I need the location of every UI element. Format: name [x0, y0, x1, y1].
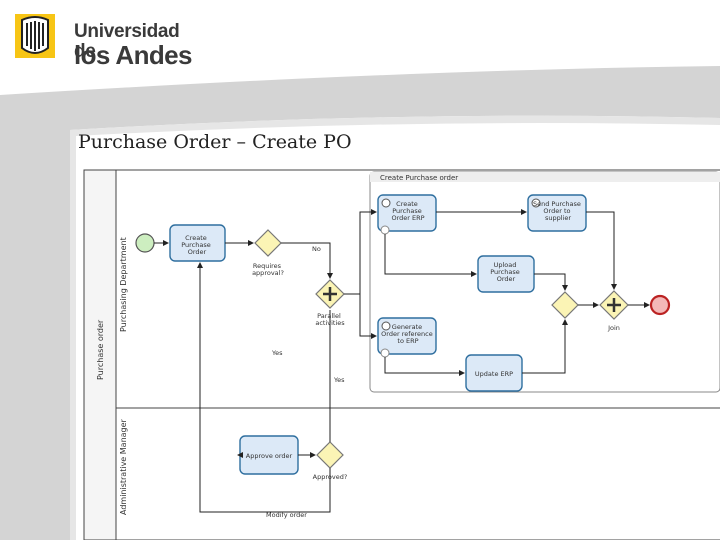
svg-text:Upload Purchase Or: Upload Purchase Order: [490, 261, 522, 283]
start-event[interactable]: [135, 233, 155, 253]
lane-label-purchasing: Purchasing Department: [119, 237, 128, 332]
pool-label: Purchase order: [96, 319, 105, 380]
sequence-flows: [154, 209, 650, 513]
flow-label-yes: Yes: [271, 349, 283, 357]
gateway-parallel-activities[interactable]: [315, 279, 345, 309]
task-create-purchase-order[interactable]: Create Purchase Order: [169, 224, 226, 262]
logo-line2: los Andes: [74, 40, 192, 70]
task-update-erp-label: Update ERP: [475, 370, 513, 378]
gateway-merge[interactable]: [551, 291, 579, 319]
end-event[interactable]: [649, 294, 671, 316]
slide-title: Purchase Order – Create PO: [78, 131, 352, 153]
task-approve-order-label: Approve order: [246, 452, 293, 460]
task-create-purchase-order-erp[interactable]: Create Purchase Order ERP: [377, 194, 437, 235]
svg-text:Create Purchase Or: Create Purchase Order: [181, 234, 213, 256]
university-logo: Universidad de los Andes: [14, 12, 194, 68]
svg-text:Send Purchase Order to: Send Purchase Order to supplier: [533, 200, 583, 222]
svg-text:Generate Order reference: Generate Order reference to ERP: [381, 323, 435, 345]
lane-label-admin-manager: Administrative Manager: [119, 418, 128, 515]
gateway-join[interactable]: [599, 290, 629, 320]
task-create-po-line3: Order: [188, 248, 207, 256]
svg-text:Requires approval?: Requires approval?: [252, 262, 284, 277]
svg-text:Create Purchase Or: Create Purchase Order ERP: [391, 200, 424, 222]
task-generate-order-reference-erp[interactable]: Generate Order reference to ERP: [377, 317, 437, 358]
task-create-po-line1: Create: [185, 234, 207, 242]
task-send-purchase-order-supplier[interactable]: Send Purchase Order to supplier: [527, 194, 587, 232]
flow-label-yes2: Yes: [333, 376, 345, 384]
subprocess-create-purchase-order: [369, 171, 720, 393]
task-approve-order[interactable]: Approve order: [239, 435, 299, 475]
flow-label-modify-order: Modify order: [266, 511, 307, 519]
logo-line1: Universidad de: [74, 21, 180, 62]
gateway-join-label: Join: [607, 324, 620, 332]
gateway-requires-approval[interactable]: [254, 229, 282, 257]
task-upload-purchase-order[interactable]: Upload Purchase Order: [477, 255, 535, 293]
flow-label-no: No: [312, 245, 321, 253]
university-seal-icon: [15, 14, 55, 58]
subprocess-label: Create Purchase order: [380, 174, 458, 182]
task-create-po-line2: Purchase: [181, 241, 211, 249]
task-update-erp[interactable]: Update ERP: [465, 354, 523, 392]
